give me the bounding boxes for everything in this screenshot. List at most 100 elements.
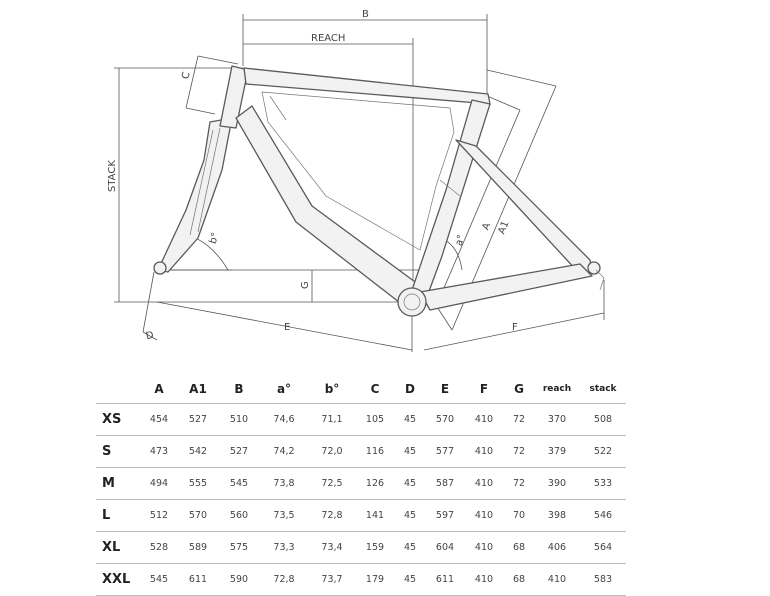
table-cell: 611 (426, 563, 464, 596)
label-e: E (284, 322, 290, 333)
table-cell: 542 (178, 435, 218, 468)
table-cell: 45 (394, 531, 426, 564)
column-header: C (370, 382, 380, 396)
table-cell: 555 (178, 467, 218, 500)
table-cell: 73,7 (308, 563, 356, 596)
frame-geometry-diagram: B REACH C STACK b° a° A A1 G D E F (107, 9, 605, 352)
label-c: C (180, 71, 192, 80)
label-g: G (300, 281, 311, 289)
table-cell: 510 (218, 403, 260, 436)
table-cell: 72,8 (260, 563, 308, 596)
label-a-angle: a° (454, 233, 468, 247)
table-cell: 68 (504, 531, 534, 564)
column-header: stack (589, 384, 617, 394)
table-cell: 410 (464, 403, 504, 436)
table-cell: 72 (504, 403, 534, 436)
table-cell: 528 (140, 531, 178, 564)
table-cell: 545 (218, 467, 260, 500)
size-label: XS (96, 403, 140, 436)
table-cell: 406 (534, 531, 580, 564)
table-cell: 410 (534, 563, 580, 596)
table-cell: 73,8 (260, 467, 308, 500)
table-cell: 179 (356, 563, 394, 596)
table-cell: 570 (426, 403, 464, 436)
label-stack: STACK (107, 160, 118, 192)
label-d: D (145, 330, 155, 342)
size-label: XL (96, 531, 140, 564)
column-header: A (154, 382, 164, 396)
table-cell: 410 (464, 467, 504, 500)
table-cell: 379 (534, 435, 580, 468)
column-header: B (234, 382, 244, 396)
table-cell: 583 (580, 563, 626, 596)
table-cell: 410 (464, 531, 504, 564)
column-header: G (514, 382, 524, 396)
dimension-lines (114, 14, 605, 352)
table-cell: 45 (394, 403, 426, 436)
table-cell: 522 (580, 435, 626, 468)
label-a1: A1 (496, 220, 511, 236)
size-label: XXL (96, 563, 140, 596)
table-cell: 494 (140, 467, 178, 500)
table-cell: 512 (140, 499, 178, 532)
size-label: M (96, 467, 140, 500)
table-cell: 370 (534, 403, 580, 436)
label-b-angle: b° (208, 231, 222, 245)
table-cell: 73,5 (260, 499, 308, 532)
table-cell: 72 (504, 467, 534, 500)
table-cell: 570 (178, 499, 218, 532)
table-cell: 73,3 (260, 531, 308, 564)
table-cell: 70 (504, 499, 534, 532)
label-f: F (512, 322, 518, 333)
table-cell: 45 (394, 467, 426, 500)
bike-frame-drawing (153, 65, 605, 317)
size-label: L (96, 499, 140, 532)
table-cell: 587 (426, 467, 464, 500)
table-cell: 73,4 (308, 531, 356, 564)
label-a: A (480, 221, 493, 232)
label-b: B (362, 9, 369, 20)
column-header: a° (276, 382, 292, 396)
size-label: S (96, 435, 140, 468)
table-cell: 410 (464, 563, 504, 596)
column-header: F (479, 382, 489, 396)
table-cell: 45 (394, 499, 426, 532)
table-cell: 74,2 (260, 435, 308, 468)
table-cell: 564 (580, 531, 626, 564)
column-header: b° (324, 382, 340, 396)
table-cell: 590 (218, 563, 260, 596)
table-cell: 560 (218, 499, 260, 532)
table-cell: 473 (140, 435, 178, 468)
table-cell: 454 (140, 403, 178, 436)
table-cell: 45 (394, 563, 426, 596)
column-header (96, 375, 140, 404)
table-cell: 159 (356, 531, 394, 564)
table-cell: 398 (534, 499, 580, 532)
column-header: reach (542, 384, 572, 394)
table-cell: 527 (178, 403, 218, 436)
table-cell: 597 (426, 499, 464, 532)
table-cell: 575 (218, 531, 260, 564)
label-reach: REACH (311, 33, 345, 44)
table-cell: 72,0 (308, 435, 356, 468)
table-cell: 45 (394, 435, 426, 468)
table-cell: 533 (580, 467, 626, 500)
table-cell: 141 (356, 499, 394, 532)
table-cell: 105 (356, 403, 394, 436)
table-cell: 589 (178, 531, 218, 564)
table-cell: 577 (426, 435, 464, 468)
table-cell: 72,8 (308, 499, 356, 532)
table-cell: 390 (534, 467, 580, 500)
column-header: D (405, 382, 415, 396)
table-cell: 604 (426, 531, 464, 564)
table-cell: 72 (504, 435, 534, 468)
table-cell: 74,6 (260, 403, 308, 436)
table-cell: 71,1 (308, 403, 356, 436)
column-header: A1 (189, 382, 207, 396)
table-cell: 527 (218, 435, 260, 468)
